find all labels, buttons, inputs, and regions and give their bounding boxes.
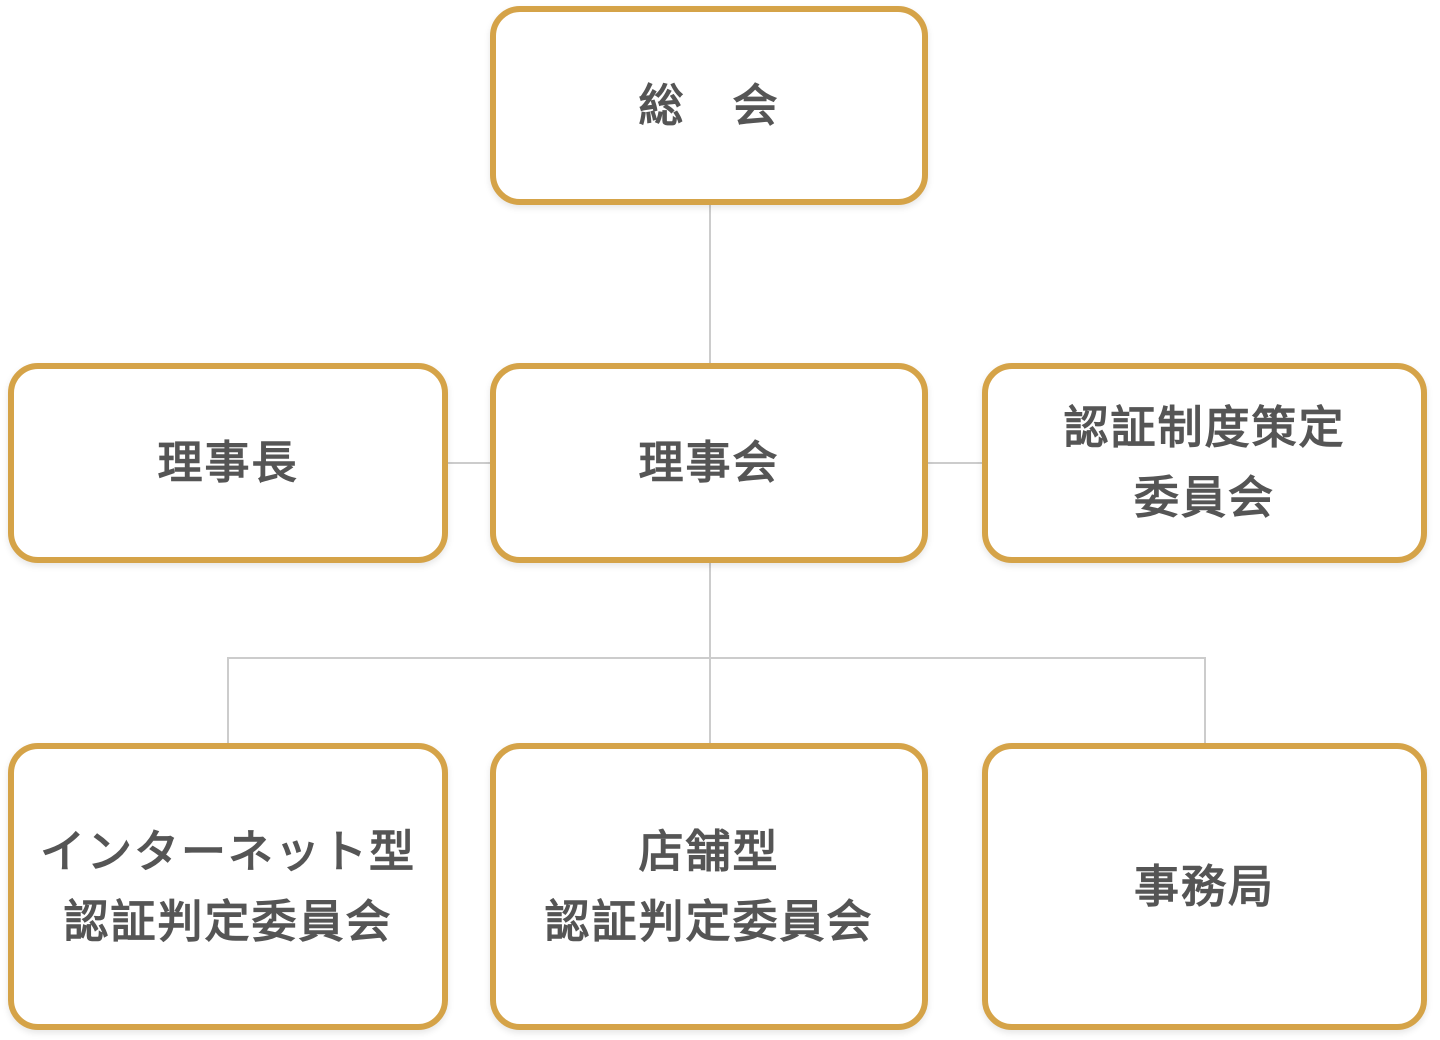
node-internet-cert-committee: インターネット型 認証判定委員会: [8, 743, 448, 1030]
connector-branch-to-internet-committee: [227, 657, 229, 745]
node-board-of-directors-label: 理事会: [638, 437, 780, 489]
connector-board-to-branch: [709, 563, 711, 745]
node-general-assembly-label: 総 会: [638, 79, 780, 131]
node-secretariat-label: 事務局: [1133, 860, 1275, 912]
node-secretariat: 事務局: [982, 743, 1427, 1030]
node-chairman: 理事長: [8, 363, 448, 563]
node-board-of-directors: 理事会: [490, 363, 928, 563]
node-store-cert-committee: 店舗型 認証判定委員会: [490, 743, 928, 1030]
node-cert-system-committee-label: 認証制度策定 委員会: [1063, 402, 1346, 523]
connector-assembly-to-board: [709, 205, 711, 365]
connector-branch-horizontal: [227, 657, 1206, 659]
connector-board-to-cert-committee: [926, 462, 984, 464]
connector-chairman-to-board: [446, 462, 492, 464]
node-store-cert-committee-label: 店舗型 認証判定委員会: [544, 825, 874, 947]
node-chairman-label: 理事長: [157, 437, 299, 489]
node-general-assembly: 総 会: [490, 6, 928, 205]
connector-branch-to-secretariat: [1204, 657, 1206, 745]
node-cert-system-committee: 認証制度策定 委員会: [982, 363, 1427, 563]
node-internet-cert-committee-label: インターネット型 認証判定委員会: [39, 825, 416, 947]
